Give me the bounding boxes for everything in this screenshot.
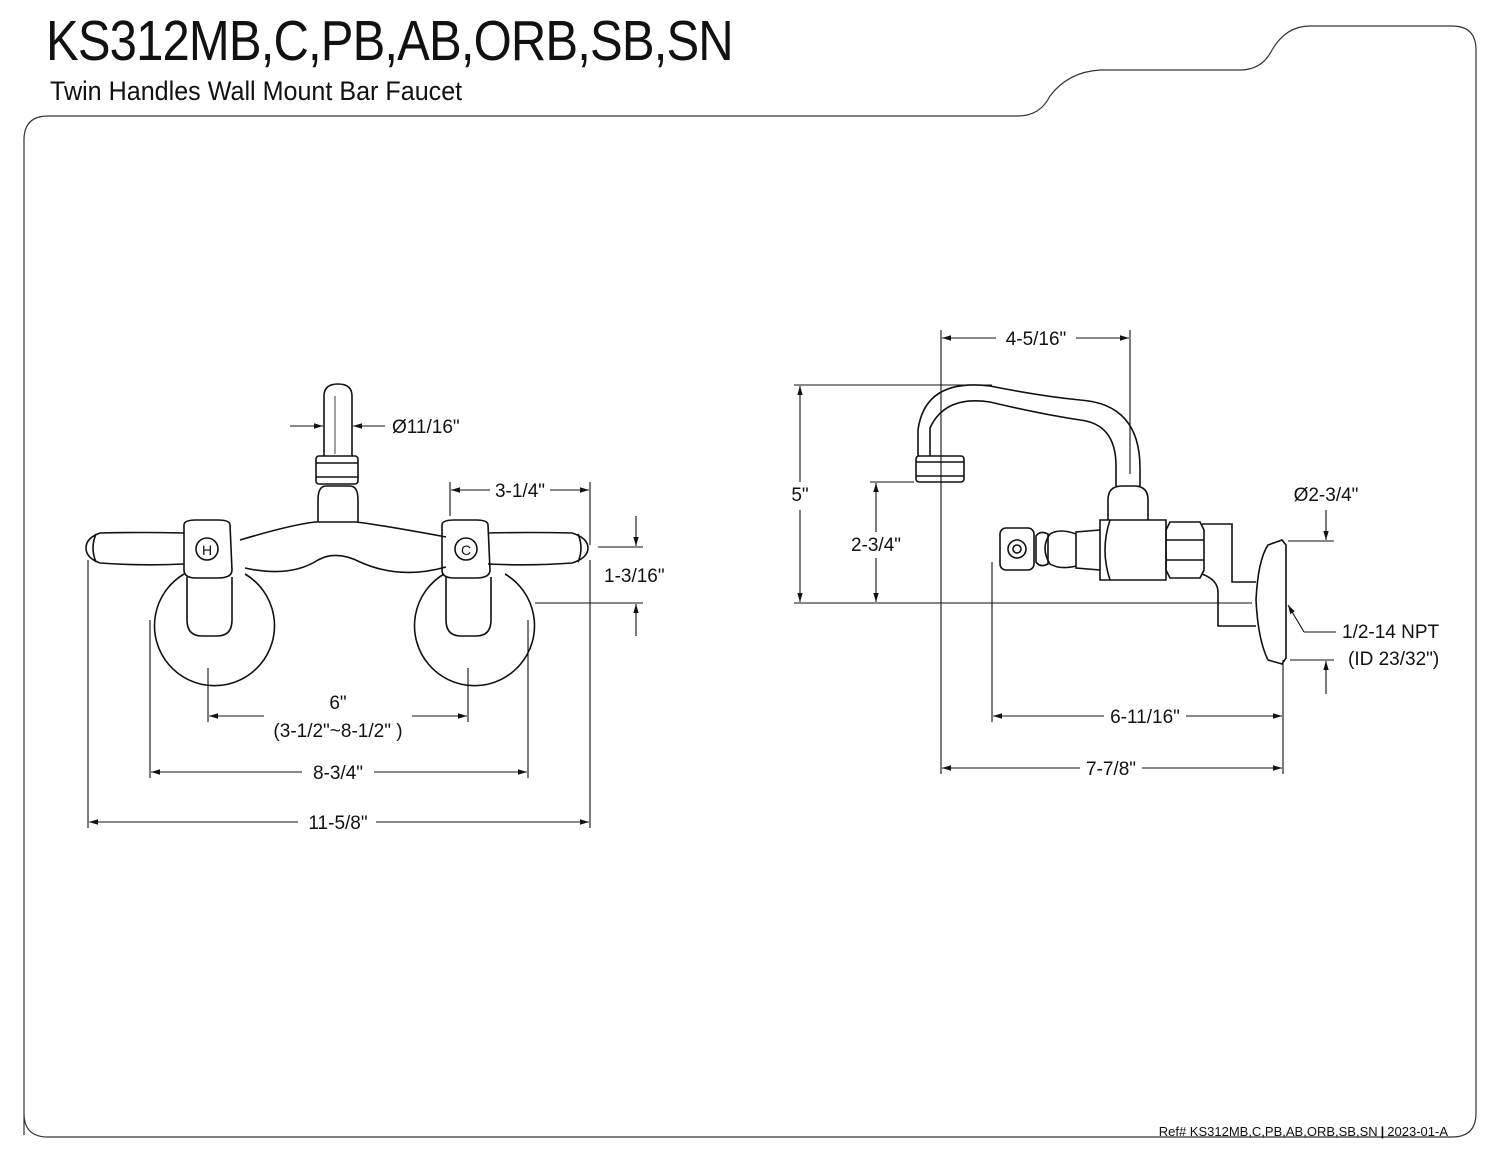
product-description: Twin Handles Wall Mount Bar Faucet [50, 76, 463, 106]
ref-label: Ref# KS312MB,C,PB,AB,ORB,SB,SN [1158, 1124, 1378, 1139]
spout [323, 383, 353, 456]
ref-separator: | [1380, 1124, 1385, 1139]
aerator [915, 455, 965, 483]
dim-handle-depth: 6-11/16" [1110, 707, 1180, 728]
revision-code: 2023-01-A [1387, 1124, 1448, 1139]
model-title: KS312MB,C,PB,AB,ORB,SB,SN [46, 9, 734, 73]
dim-spout-diameter: Ø11/16" [392, 417, 460, 438]
wall-flange [1255, 539, 1287, 665]
front-dimensions [87, 423, 643, 828]
hot-handle [85, 519, 233, 579]
side-dimensions [794, 330, 1336, 774]
side-spout [917, 384, 1141, 486]
thread-id: (ID 23/32") [1348, 649, 1439, 670]
dim-spout-reach-top: 4-5/16" [1006, 329, 1067, 350]
side-view [915, 384, 1287, 665]
drawing-frame [23, 25, 1477, 1138]
hot-label: H [202, 542, 212, 558]
reference-footer: Ref# KS312MB,C,PB,AB,ORB,SB,SN|2023-01-A [1159, 1124, 1448, 1139]
front-view [85, 383, 589, 687]
spout-base [317, 485, 359, 522]
dim-overall-depth: 7-7/8" [1086, 759, 1136, 780]
dim-centers: 6" [329, 693, 346, 714]
cold-handle [441, 519, 589, 579]
cold-label: C [461, 542, 471, 558]
valve-body [1099, 519, 1167, 581]
dim-handle-offset: 3-1/4" [495, 481, 545, 502]
dim-flange-span: 8-3/4" [313, 763, 363, 784]
side-spout-riser [1107, 485, 1149, 520]
valve-stem [1075, 529, 1101, 571]
faucet-body [239, 521, 447, 574]
hot-indicator [195, 537, 219, 561]
right-flange [413, 573, 536, 687]
cold-indicator [454, 537, 478, 561]
side-handle [1044, 530, 1077, 569]
left-flange [153, 573, 276, 687]
union-nut [1165, 521, 1205, 579]
spout-nut [315, 455, 359, 485]
dim-overall-width: 11-5/8" [308, 813, 367, 834]
dim-centers-range: (3-1/2"~8-1/2" ) [273, 721, 402, 742]
dim-overall-height: 5" [791, 485, 808, 506]
shank [1201, 523, 1256, 627]
dim-flange-diameter: Ø2-3/4" [1294, 485, 1359, 506]
dim-spout-height: 2-3/4" [851, 535, 901, 556]
thread-spec: 1/2-14 NPT [1342, 622, 1440, 643]
dim-flange-height: 1-3/16" [604, 566, 665, 587]
